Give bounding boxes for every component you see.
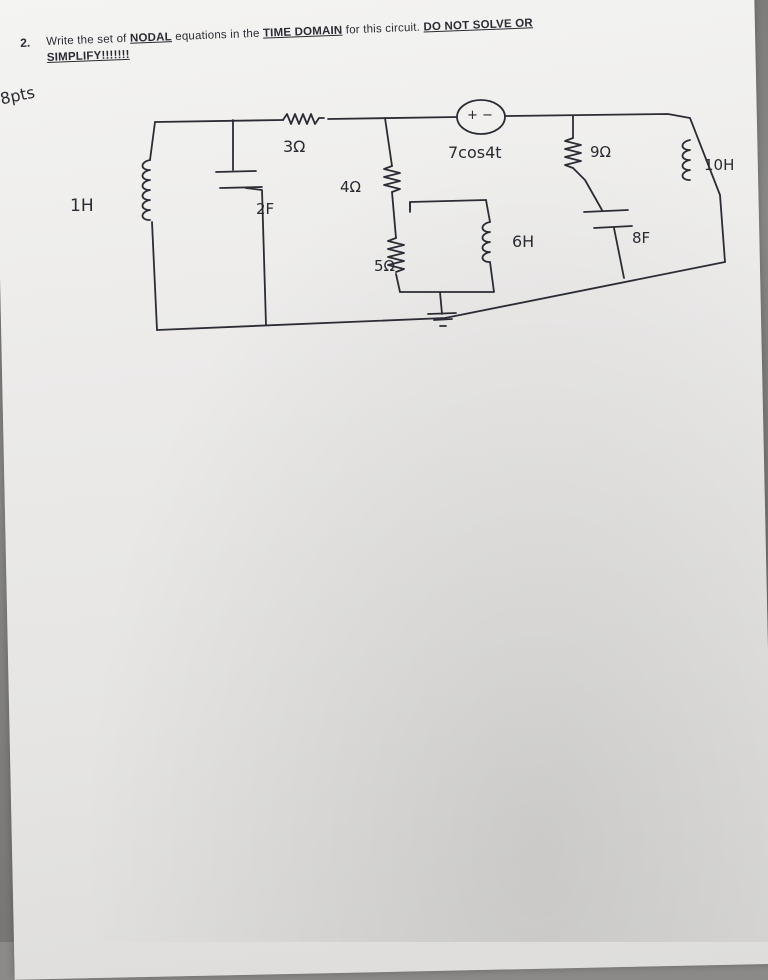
capacitor-2f-plate-bottom: [219, 186, 263, 189]
capacitor-2f-wire-bottom: [245, 187, 267, 326]
resistor-9-zigzag: [564, 137, 582, 169]
label-5-ohm: 5Ω: [374, 257, 396, 275]
voltage-source-circle: [456, 99, 506, 135]
ground-wire: [439, 291, 443, 315]
capacitor-8f-plate-bottom: [593, 225, 633, 229]
left-wire: [149, 121, 156, 161]
label-9-ohm: 9Ω: [590, 143, 612, 161]
inductor-1h-coil: [141, 159, 151, 221]
mid-wire-top: [384, 117, 393, 167]
top-wire-right: [504, 113, 726, 263]
capacitor-8f-plate-top: [583, 209, 629, 213]
resistor-3-zigzag: [282, 113, 325, 125]
label-10h: 10H: [704, 156, 735, 174]
resistor-4-zigzag: [383, 165, 401, 193]
label-source-polarity: + −: [467, 108, 493, 123]
label-source-voltage: 7cos4t: [448, 143, 502, 162]
resistor-5-zigzag: [387, 237, 405, 273]
inductor-6h-wire-left: [409, 199, 487, 211]
mid-wire-between: [391, 191, 397, 239]
capacitor-8f-wire-top: [572, 167, 603, 211]
inductor-6h-coil: [481, 221, 491, 263]
label-6h: 6H: [512, 232, 535, 251]
label-3-ohm: 3Ω: [283, 137, 306, 156]
label-1h: 1H: [70, 196, 94, 216]
inductor-10h-coil: [681, 139, 691, 181]
label-8f: 8F: [632, 229, 651, 247]
top-wire-left: [154, 119, 284, 123]
capacitor-2f-plate-top: [215, 170, 257, 173]
top-wire-mid: [327, 116, 459, 120]
ground-line-2: [433, 318, 453, 321]
left-wire-lower: [151, 221, 158, 331]
inductor-6h-wire-bottom: [399, 261, 495, 293]
capacitor-8f-wire-bottom: [613, 227, 625, 279]
label-2f: 2F: [256, 200, 275, 218]
inductor-6h-wire-top: [485, 199, 491, 223]
bottom-wire: [156, 261, 726, 331]
ground-line-1: [427, 312, 457, 315]
label-4-ohm: 4Ω: [340, 178, 362, 196]
mid-wire-bottom: [395, 273, 401, 293]
circuit-diagram: [141, 99, 726, 331]
